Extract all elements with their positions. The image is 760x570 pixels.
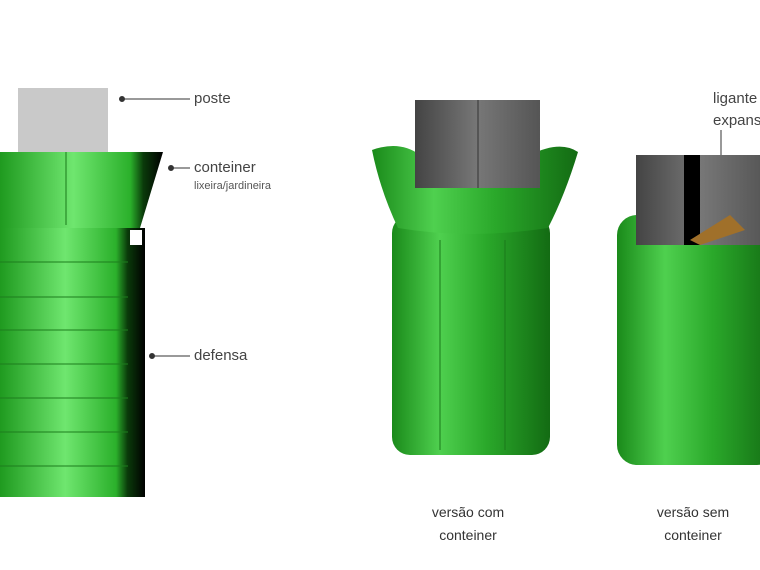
- label-poste: poste: [194, 90, 231, 107]
- version-without-container-figure: [617, 130, 760, 465]
- caption-without-container: versão sem conteiner: [633, 501, 753, 547]
- label-ligante: ligante: [713, 90, 758, 107]
- label-defensa: defensa: [194, 347, 248, 364]
- version-with-container-figure: [372, 100, 578, 455]
- label-conteiner-sub: lixeira/jardineira: [194, 180, 272, 192]
- caption-line: versão com: [431, 504, 505, 520]
- caption-line: conteiner: [439, 527, 497, 543]
- defense-body: [0, 228, 145, 497]
- caption-line: versão sem: [656, 504, 730, 520]
- container: [0, 152, 163, 228]
- label-expansivo: expansivo: [713, 112, 760, 129]
- caption-line: conteiner: [664, 527, 722, 543]
- caption-with-container: versão com conteiner: [408, 501, 528, 547]
- label-conteiner: conteiner: [194, 159, 256, 176]
- post: [18, 88, 108, 152]
- full-defense-figure: [0, 88, 190, 497]
